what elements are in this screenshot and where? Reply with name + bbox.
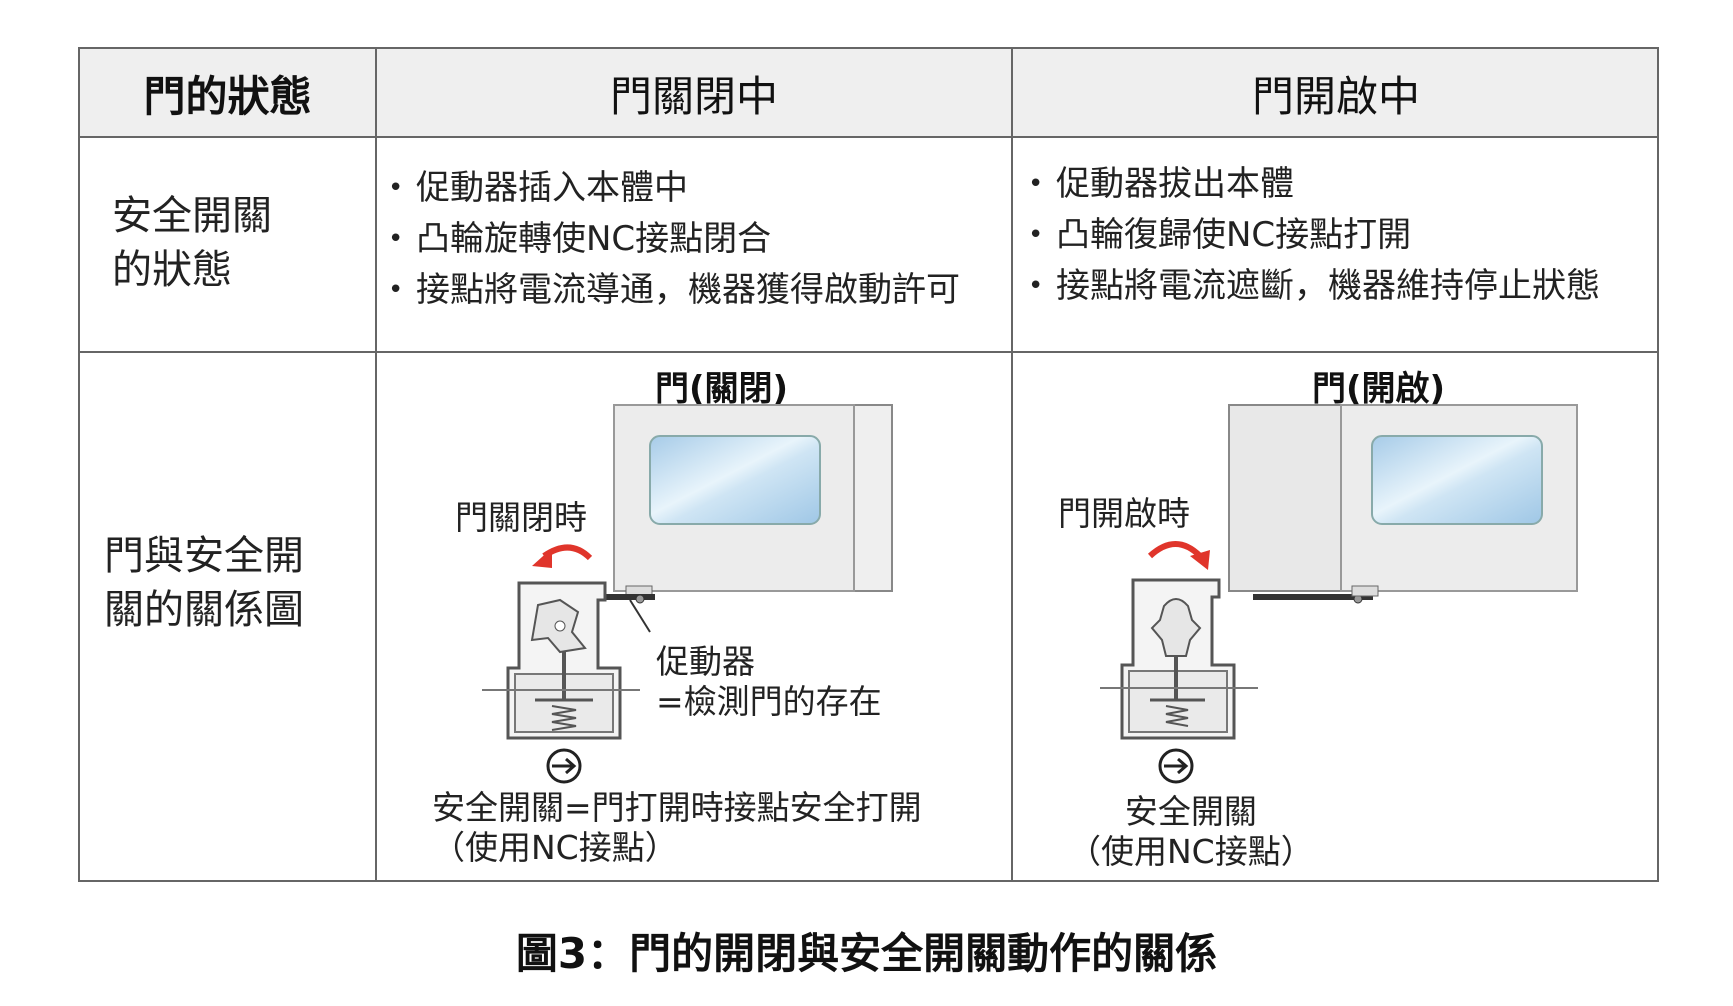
closed-door-title: 門(關閉) (655, 369, 789, 409)
list-item: 促動器插入本體中 (388, 163, 960, 214)
row-label-line: 的狀態 (112, 247, 232, 293)
row-label-relationship-diagram: 門與安全開 關的關係圖 (104, 529, 304, 637)
actuator-label: 促動器 =檢測門的存在 (656, 642, 882, 722)
figure-caption: 圖3：門的開閉與安全開關動作的關係 (515, 929, 1218, 978)
table-header-row (80, 49, 1657, 138)
row-label-line: 門與安全開 (104, 533, 304, 579)
door-closed-shape (613, 404, 893, 597)
header-door-open: 門開啟中 (1251, 72, 1420, 121)
header-door-state: 門的狀態 (143, 72, 312, 121)
list-item: 凸輪旋轉使NC接點閉合 (388, 214, 960, 265)
open-switch-label: 安全開關 （使用NC接點） (1068, 792, 1314, 872)
opening-arrow-icon (1147, 541, 1203, 559)
column-divider (1011, 49, 1013, 880)
door-closing-label: 門關閉時 (455, 498, 587, 537)
closing-arrowhead-icon (532, 548, 552, 568)
safety-switch-open (1100, 578, 1258, 784)
column-divider (375, 49, 377, 880)
open-state-bullets: 促動器拔出本體 凸輪復歸使NC接點打開 接點將電流遮斷，機器維持停止狀態 (1028, 159, 1600, 312)
closed-switch-label: 安全開關=門打開時接點安全打開 （使用NC接點） (432, 788, 922, 868)
label-line: =檢測門的存在 (656, 682, 882, 721)
list-item: 凸輪復歸使NC接點打開 (1028, 210, 1600, 261)
list-item: 接點將電流遮斷，機器維持停止狀態 (1028, 261, 1600, 312)
door-opening-label: 門開啟時 (1058, 494, 1190, 533)
safety-switch-closed (482, 581, 640, 784)
list-item: 接點將電流導通，機器獲得啟動許可 (388, 265, 960, 316)
row-label-line: 安全開關 (112, 193, 272, 239)
row-label-switch-state: 安全開關 的狀態 (112, 189, 272, 297)
header-door-closed: 門關閉中 (609, 72, 778, 121)
label-line: 安全開關=門打開時接點安全打開 (432, 788, 922, 827)
relationship-table: 門的狀態 門關閉中 門開啟中 安全開關 的狀態 促動器插入本體中 凸輪旋轉使NC… (78, 47, 1659, 882)
open-door-title: 門(開啟) (1312, 369, 1446, 409)
opening-arrowhead-icon (1190, 550, 1210, 570)
closed-state-bullets: 促動器插入本體中 凸輪旋轉使NC接點閉合 接點將電流導通，機器獲得啟動許可 (388, 163, 960, 316)
door-open-shape (1228, 404, 1578, 604)
row-divider (80, 351, 1657, 353)
row-label-line: 關的關係圖 (104, 587, 304, 633)
label-line: （使用NC接點） (1068, 832, 1314, 871)
label-line: 安全開關 (1124, 792, 1257, 831)
list-item: 促動器拔出本體 (1028, 159, 1600, 210)
label-line: （使用NC接點） (432, 828, 678, 867)
label-line: 促動器 (656, 642, 755, 681)
